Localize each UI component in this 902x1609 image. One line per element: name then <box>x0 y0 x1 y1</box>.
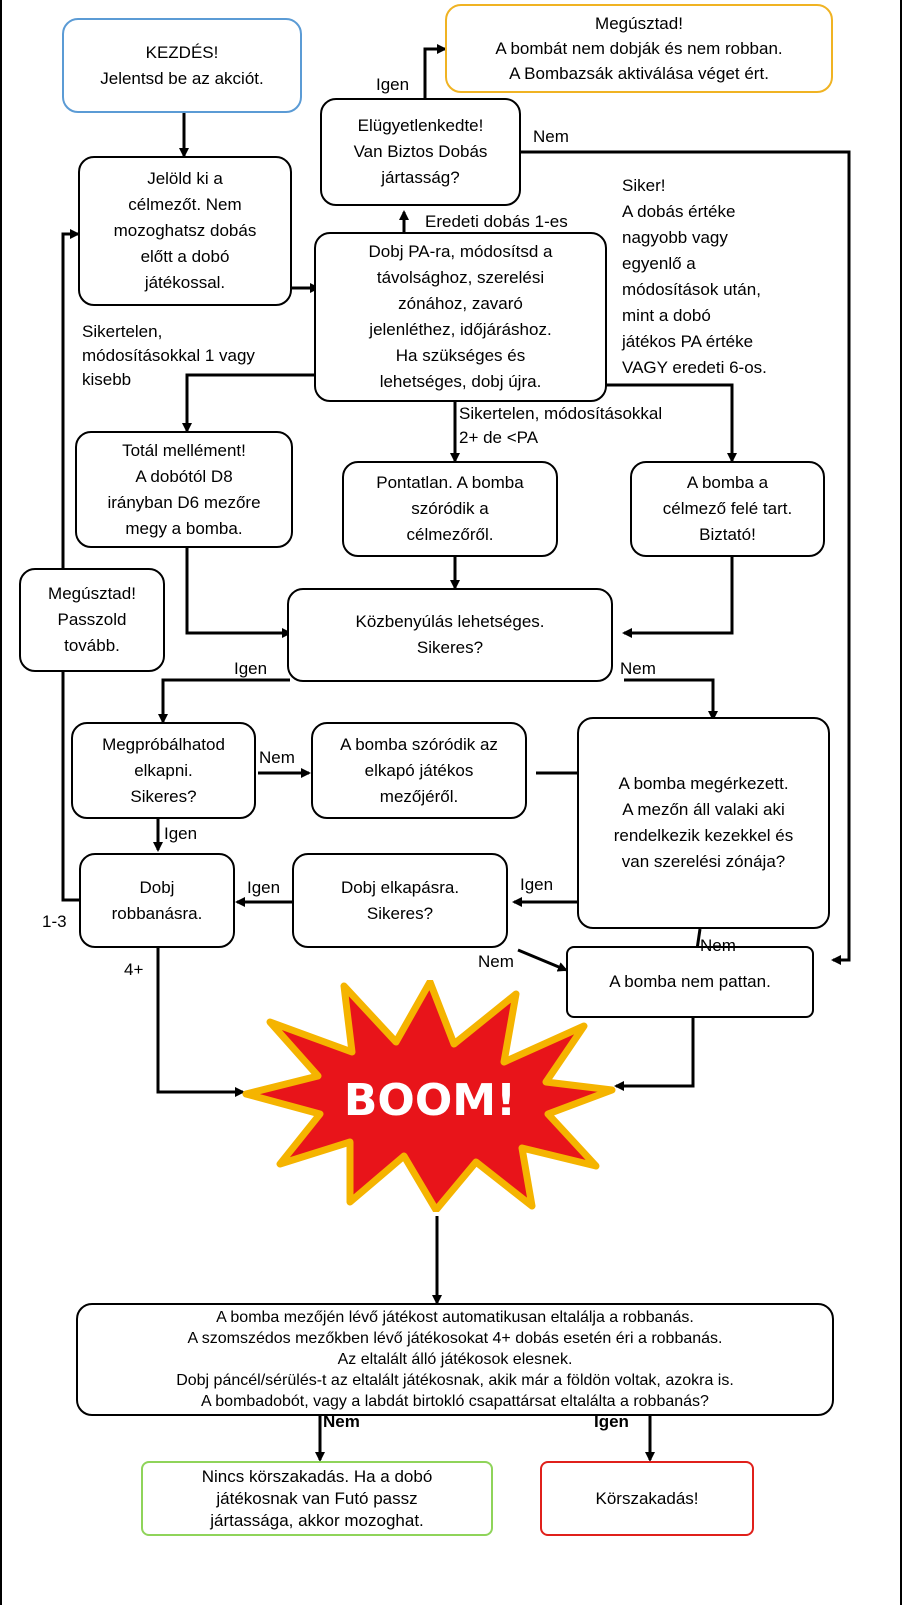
arrow-int-yes <box>158 678 290 724</box>
arrow-nobounce-to-boom <box>614 1018 695 1091</box>
roll-explode-box: Dobj robbanásra. <box>79 853 235 948</box>
explosion-box: A bomba mezőjén lévő játékost automatiku… <box>76 1303 834 1416</box>
turnover-box: Körszakadás! <box>540 1461 754 1536</box>
arrow-fumble-yes <box>423 44 447 98</box>
label-final-no: Nem <box>323 1412 360 1431</box>
label-fumble-no: Nem <box>533 127 569 146</box>
arrow-target-to-int <box>622 557 734 638</box>
label-roll-4p: 4+ <box>124 960 144 979</box>
escaped-top-box: Megúsztad! A bombát nem dobják és nem ro… <box>445 4 833 93</box>
label-arrived-yes: Igen <box>520 875 554 894</box>
scatter-catcher-box: A bomba szóródik az elkapó játékos mezőj… <box>311 722 527 819</box>
arrow-explode-13 <box>61 229 81 902</box>
label-catch-no: Nem <box>259 748 295 767</box>
label-catch2-yes: Igen <box>247 878 281 897</box>
arrow-roll-to-target <box>605 383 737 463</box>
label-int-no: Nem <box>620 659 656 678</box>
label-fumble-yes: Igen <box>376 75 410 94</box>
boom-text: BOOM! <box>344 1075 516 1126</box>
interference-box: Közbenyúlás lehetséges. Sikeres? <box>287 588 613 682</box>
arrow-fumble-no <box>521 150 851 965</box>
arrow-roll-to-wild <box>182 373 318 433</box>
label-int-yes: Igen <box>234 659 268 678</box>
label-arrived-no: Nem <box>700 936 736 955</box>
label-final-yes: Igen <box>594 1412 629 1431</box>
try-catch-box: Megpróbálhatod elkapni. Sikeres? <box>71 722 256 819</box>
start-box: KEZDÉS! Jelentsd be az akciót. <box>62 18 302 113</box>
boom-starburst: BOOM! <box>242 980 616 1212</box>
no-turnover-box: Nincs körszakadás. Ha a dobó játékosnak … <box>141 1461 493 1536</box>
escaped-pass-box: Megúsztad! Passzold tovább. <box>19 568 165 672</box>
roll-catch-box: Dobj elkapásra. Sikeres? <box>292 853 508 948</box>
no-bounce-box: A bomba nem pattan. <box>566 946 814 1018</box>
label-fail-low: Sikertelen, módosításokkal 1 vagy kisebb <box>82 322 255 389</box>
label-catch2-no: Nem <box>478 952 514 971</box>
fumbled-box: Elügyetlenkedte! Van Biztos Dobás jártas… <box>320 98 521 206</box>
label-fail-mid: Sikertelen, módosításokkal 2+ de <PA <box>459 404 663 447</box>
arrow-explode-4p <box>156 948 245 1097</box>
label-catch-yes: Igen <box>164 824 198 843</box>
arrow-wild-to-int <box>185 548 292 638</box>
arrow-catch2-no <box>517 948 568 972</box>
arrived-box: A bomba megérkezett. A mezőn áll valaki … <box>577 717 830 929</box>
roll-pa-box: Dobj PA-ra, módosítsd a távolsághoz, sze… <box>314 232 607 402</box>
mark-target-box: Jelöld ki a célmezőt. Nem mozoghatsz dob… <box>78 156 292 306</box>
wild-box: Totál mellément! A dobótól D8 irányban D… <box>75 431 293 548</box>
inaccurate-box: Pontatlan. A bomba szóródik a célmezőről… <box>342 461 558 557</box>
label-roll-13: 1-3 <box>42 912 67 931</box>
arrow-int-no <box>624 678 718 721</box>
label-natural1: Eredeti dobás 1-es <box>425 212 568 231</box>
on-target-box: A bomba a célmező felé tart. Biztató! <box>630 461 825 557</box>
label-success: Siker! A dobás értéke nagyobb vagy egyen… <box>622 176 767 377</box>
boom-star-shape <box>242 980 616 1212</box>
